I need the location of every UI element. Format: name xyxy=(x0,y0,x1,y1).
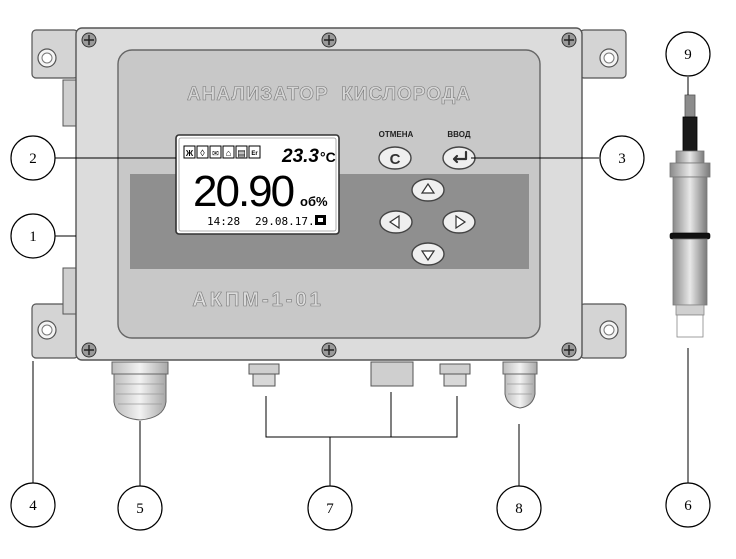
callout-4: 4 xyxy=(10,482,56,528)
callout-6: 6 xyxy=(665,482,711,528)
mounting-ear-top-right xyxy=(579,29,627,79)
device-title: АНАЛИЗАТОР КИСЛОРОДА xyxy=(187,84,471,105)
cancel-button-label: ОТМЕНА xyxy=(379,130,414,139)
drop-icon: ◊ xyxy=(200,148,205,158)
connector-small-left xyxy=(248,363,280,387)
callout-3: 3 xyxy=(599,135,645,181)
screw-icon xyxy=(321,32,337,48)
list-icon: ▤ xyxy=(237,148,246,158)
callout-2-label: 2 xyxy=(29,151,37,167)
enter-button[interactable] xyxy=(442,146,476,170)
down-arrow-icon xyxy=(420,250,436,262)
callout-8: 8 xyxy=(496,485,542,531)
leader-lines xyxy=(32,77,689,487)
device-model: АКПМ-1-01 xyxy=(192,289,323,311)
callout-6-label: 6 xyxy=(684,498,692,514)
callout-7-label: 7 xyxy=(326,501,334,517)
lcd-display: Ж ◊ ✉ ⌂ ▤ Er 23.3 °C 20.90 об% 14:28 29.… xyxy=(175,134,340,235)
hinge-upper xyxy=(62,79,78,127)
hinge-lower xyxy=(62,267,78,315)
connector-small-right xyxy=(439,363,471,387)
down-arrow-button[interactable] xyxy=(411,242,445,266)
envelope-icon: ✉ xyxy=(212,149,219,158)
home-icon: ⌂ xyxy=(226,148,231,158)
enter-button-label: ВВОД xyxy=(447,130,470,139)
enter-arrow-icon xyxy=(452,150,468,164)
lcd-oxygen-reading: 20.90 xyxy=(193,167,294,216)
lcd-temperature: 23.3 xyxy=(281,146,319,167)
cancel-button[interactable]: C xyxy=(378,146,412,170)
callout-8-label: 8 xyxy=(515,501,523,517)
up-arrow-button[interactable] xyxy=(411,178,445,202)
lcd-indicator-inner xyxy=(318,218,323,222)
callout-5: 5 xyxy=(117,485,163,531)
leader-bracket-7 xyxy=(265,392,458,487)
lcd-time: 14:28 xyxy=(207,215,240,228)
cancel-button-symbol: C xyxy=(390,151,401,168)
callout-9-label: 9 xyxy=(684,47,692,63)
lcd-temperature-unit: °C xyxy=(320,149,336,165)
mounting-ear-bottom-right xyxy=(579,303,627,359)
error-icon: Er xyxy=(251,151,258,157)
lcd-status-icons: Ж ◊ ✉ ⌂ ▤ Er xyxy=(183,145,261,159)
callout-1: 1 xyxy=(10,213,56,259)
right-arrow-icon xyxy=(455,214,467,230)
callout-9: 9 xyxy=(665,31,711,77)
status-icon: Ж xyxy=(185,149,194,158)
lcd-reading-unit: об% xyxy=(300,194,328,209)
callout-2: 2 xyxy=(10,135,56,181)
cable-gland-small xyxy=(502,361,538,409)
callout-7: 7 xyxy=(307,485,353,531)
left-arrow-icon xyxy=(388,214,400,230)
screw-icon xyxy=(81,342,97,358)
left-arrow-button[interactable] xyxy=(379,210,413,234)
mounting-ear-top-left xyxy=(31,29,79,79)
callout-4-label: 4 xyxy=(29,498,37,514)
screw-icon xyxy=(561,342,577,358)
screw-icon xyxy=(321,342,337,358)
callout-1-label: 1 xyxy=(29,229,37,245)
callout-3-label: 3 xyxy=(618,151,626,167)
connector-block-center xyxy=(370,361,414,387)
lcd-date: 29.08.17. xyxy=(255,215,315,228)
cable-gland-large xyxy=(111,361,169,421)
up-arrow-icon xyxy=(420,182,436,194)
callout-5-label: 5 xyxy=(136,501,144,517)
screw-icon xyxy=(561,32,577,48)
right-arrow-button[interactable] xyxy=(442,210,476,234)
mounting-ear-bottom-left xyxy=(31,303,79,359)
oxygen-sensor-probe xyxy=(669,94,711,338)
screw-icon xyxy=(81,32,97,48)
